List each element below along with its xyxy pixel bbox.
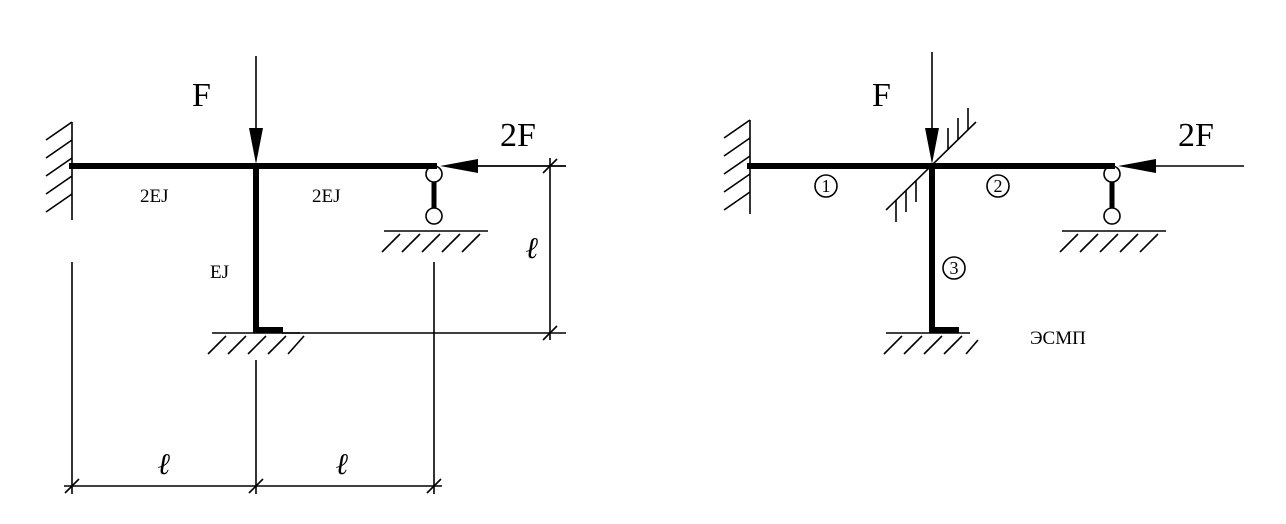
right-load-f-label: F xyxy=(872,77,891,114)
left-roller-support xyxy=(381,165,488,253)
right-wall-support xyxy=(723,119,751,214)
left-load-f-arrow xyxy=(249,56,263,164)
node-rigid-constraint xyxy=(885,108,977,222)
element-2-number: 2 xyxy=(994,176,1003,196)
left-span-label: ℓ xyxy=(158,448,171,481)
right-load-2f-label: 2F xyxy=(1178,117,1214,154)
left-bottom-support xyxy=(207,332,305,355)
right-load-2f-arrow xyxy=(1118,159,1244,173)
element-2-marker: 2 xyxy=(986,174,1010,198)
right-load-f-arrow xyxy=(925,52,939,164)
height-dimension-label: ℓ xyxy=(526,232,539,265)
element-3-number: 3 xyxy=(950,258,959,278)
left-scheme: F 2F 2EJ 2EJ EJ ℓ ℓ xyxy=(45,56,566,494)
column-stiffness-label: EJ xyxy=(210,262,229,283)
right-beam-stiffness-label: 2EJ xyxy=(312,186,341,207)
right-span-label: ℓ xyxy=(336,448,349,481)
right-roller-support xyxy=(1059,165,1166,253)
element-1-number: 1 xyxy=(822,176,831,196)
left-beam-stiffness-label: 2EJ xyxy=(140,186,169,207)
element-3-marker: 3 xyxy=(942,256,966,280)
span-dimensions xyxy=(64,262,442,494)
right-bottom-support xyxy=(883,332,979,355)
scheme-caption: ЭСМП xyxy=(1030,328,1086,349)
left-load-f-label: F xyxy=(192,77,211,114)
left-load-2f-label: 2F xyxy=(500,117,536,154)
left-wall-support xyxy=(45,121,73,220)
height-dimension xyxy=(282,158,566,341)
right-scheme: F 2F 1 2 3 ЭСМП xyxy=(723,52,1244,355)
element-1-marker: 1 xyxy=(814,174,838,198)
